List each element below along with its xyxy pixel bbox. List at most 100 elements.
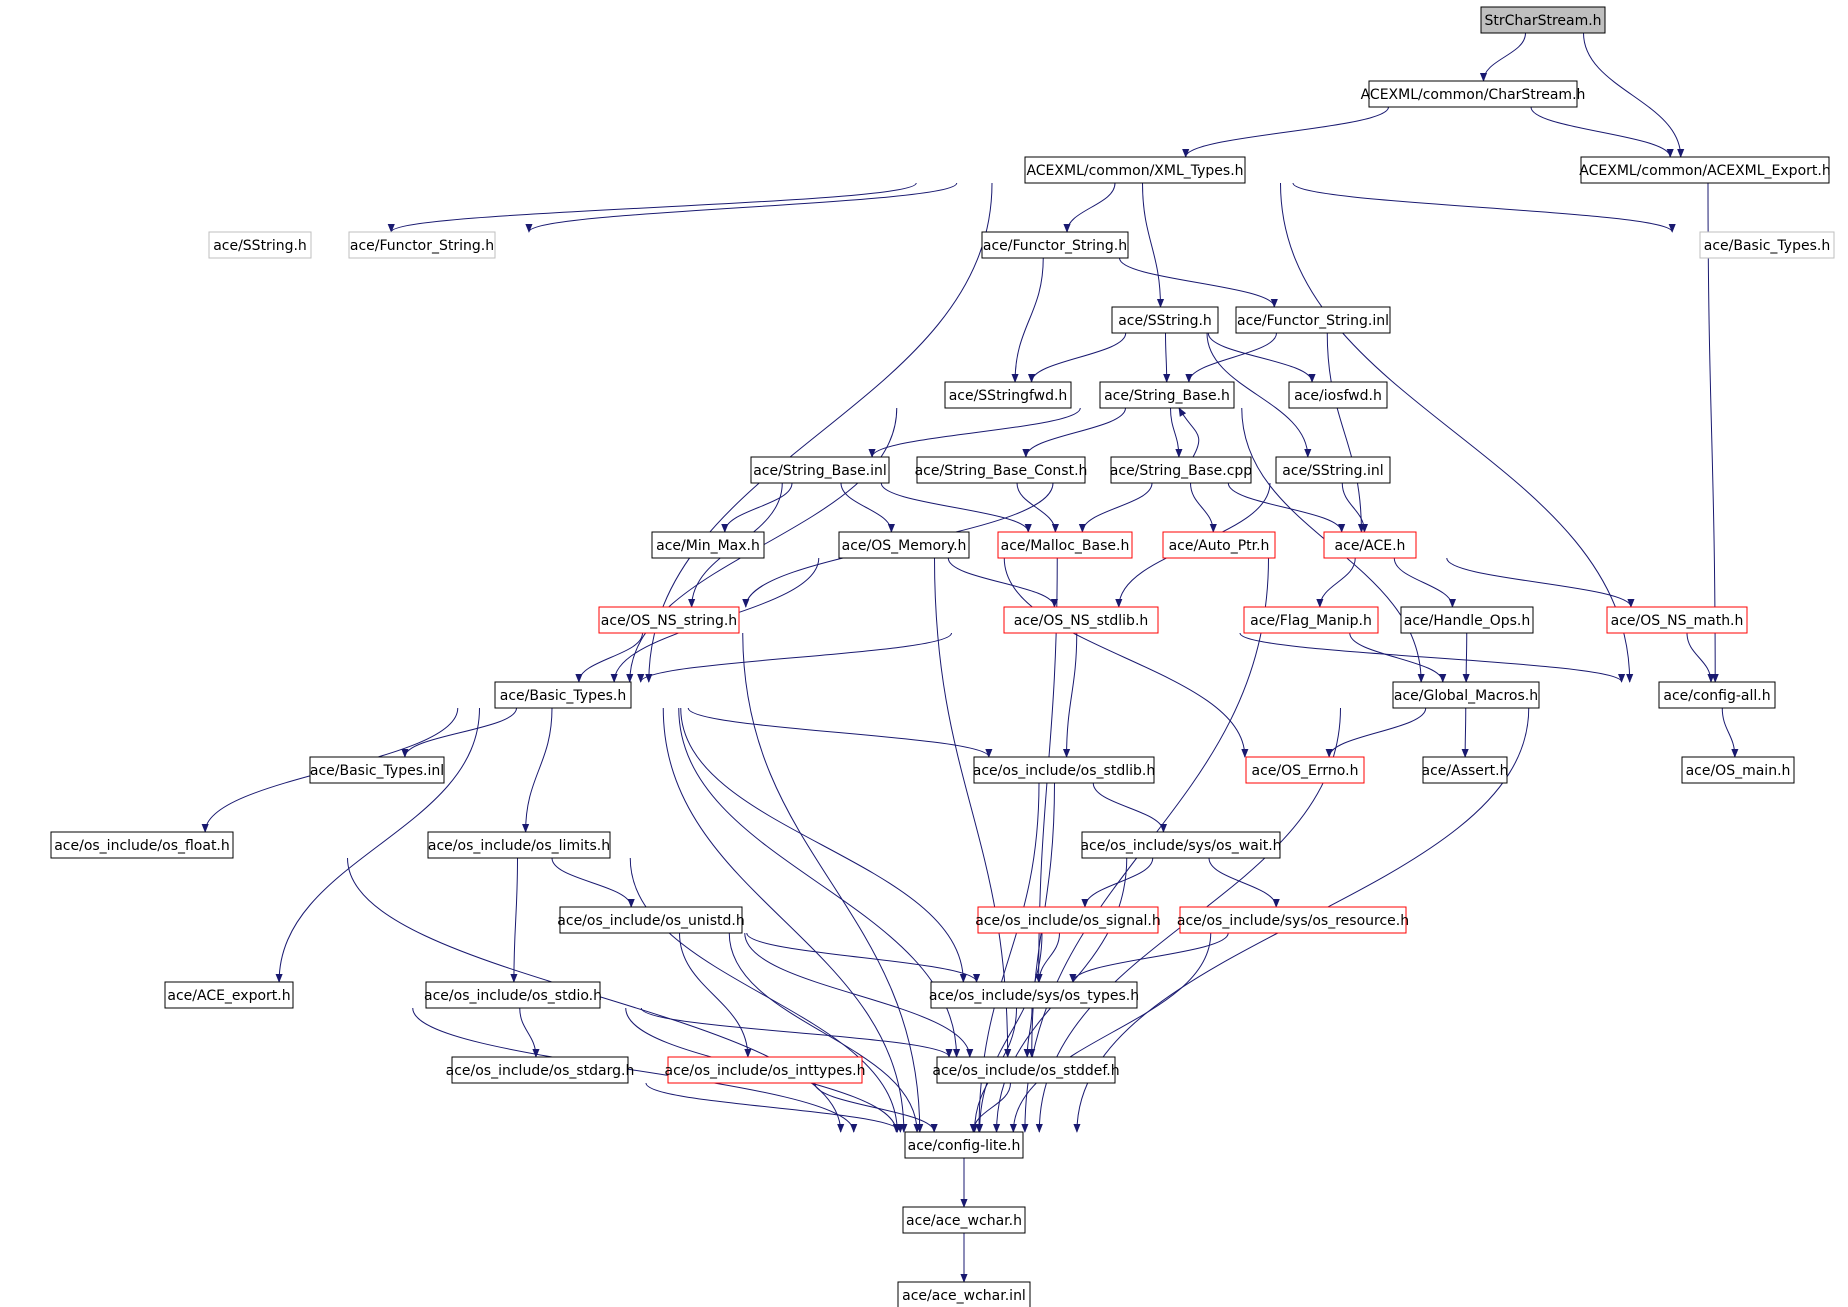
graph-node[interactable]: ace/ACE_export.h (164, 981, 294, 1009)
graph-node[interactable]: ace/os_include/os_stdio.h (424, 981, 602, 1009)
node-label: ACEXML/common/ACEXML_Export.h (1579, 163, 1830, 179)
graph-node[interactable]: ace/os_include/os_inttypes.h (665, 1056, 866, 1084)
node-label: ace/Assert.h (1422, 763, 1509, 779)
graph-node[interactable]: ace/Basic_Types.inl (309, 756, 445, 784)
node-box (936, 1056, 1116, 1084)
graph-node[interactable]: ace/OS_NS_stdlib.h (1003, 606, 1159, 634)
edge-n6-n9 (1119, 257, 1278, 308)
node-label: ace/os_include/os_float.h (54, 838, 230, 854)
node-label: ace/String_Base.h (1104, 388, 1230, 404)
graph-node[interactable]: ace/OS_Memory.h (838, 531, 970, 559)
edge-n25-n28 (1462, 632, 1470, 683)
node-label: ace/os_include/os_inttypes.h (665, 1063, 866, 1079)
graph-node[interactable]: ace/os_include/os_limits.h (427, 831, 611, 859)
graph-node[interactable]: ace/os_include/sys/os_types.h (929, 981, 1139, 1009)
node-box (494, 681, 632, 709)
node-box (1681, 756, 1795, 784)
edge-n37-n40 (1208, 857, 1280, 908)
graph-node[interactable]: ace/os_include/os_signal.h (975, 906, 1161, 934)
node-box (1699, 231, 1835, 259)
edge-n36-n38 (551, 857, 635, 908)
graph-node[interactable]: ACEXML/common/CharStream.h (1361, 80, 1586, 108)
graph-node[interactable]: ace/Min_Max.h (651, 531, 765, 559)
graph-node[interactable]: ace/OS_Errno.h (1245, 756, 1365, 784)
edge-n15-n19 (1078, 482, 1153, 533)
graph-node[interactable]: ace/Handle_Ops.h (1400, 606, 1534, 634)
node-box (651, 531, 765, 559)
graph-node[interactable]: ace/Functor_String.h (981, 231, 1129, 259)
graph-node[interactable]: ace/os_include/os_stdlib.h (973, 756, 1155, 784)
graph-node[interactable]: ace/OS_NS_math.h (1606, 606, 1748, 634)
graph-node[interactable]: ace/Global_Macros.h (1392, 681, 1540, 709)
edge-n0-n3 (1583, 32, 1685, 158)
graph-node[interactable]: ace/config-lite.h (904, 1131, 1024, 1159)
graph-node[interactable]: ace/SString.inl (1275, 456, 1391, 484)
graph-node[interactable]: ace/Auto_Ptr.h (1162, 531, 1276, 559)
node-label: ace/OS_Memory.h (842, 538, 967, 554)
node-box (1162, 531, 1276, 559)
graph-node[interactable]: ace/String_Base.h (1099, 381, 1235, 409)
node-box (1179, 906, 1407, 934)
graph-node[interactable]: ace/String_Base.cpp (1110, 456, 1253, 484)
node-box (1003, 606, 1159, 634)
graph-node[interactable]: ace/ACE.h (1323, 531, 1417, 559)
node-box (977, 906, 1159, 934)
graph-node[interactable]: ace/Malloc_Base.h (997, 531, 1133, 559)
graph-node[interactable]: ace/Basic_Types.h (494, 681, 632, 709)
graph-node[interactable]: ace/SStringfwd.h (944, 381, 1072, 409)
node-label: ACEXML/common/CharStream.h (1361, 87, 1586, 103)
node-label: ace/os_include/os_stddef.h (932, 1063, 1119, 1079)
edge-n23-n31 (1062, 632, 1078, 758)
edge-n16-n21 (1341, 482, 1369, 533)
edge-n11-n14 (1022, 407, 1126, 458)
graph-node[interactable]: ace/ace_wchar.h (902, 1206, 1026, 1234)
graph-node[interactable]: ace/SString.h (1111, 306, 1219, 334)
graph-node[interactable]: ace/ace_wchar.inl (897, 1281, 1031, 1307)
node-box (897, 1281, 1031, 1307)
edge-n36-n42 (510, 857, 518, 983)
edge-n2-n7 (1292, 182, 1676, 233)
node-label: ace/Flag_Manip.h (1250, 613, 1372, 629)
graph-node[interactable]: ace/config-all.h (1658, 681, 1776, 709)
edge-n8-n12 (1207, 332, 1316, 383)
edge-n21-n26 (1446, 557, 1635, 608)
node-label: ace/Basic_Types.h (1704, 238, 1830, 254)
edge-n13-n17 (721, 482, 793, 533)
node-box (427, 831, 611, 859)
graph-node[interactable]: ace/OS_NS_string.h (598, 606, 740, 634)
graph-node[interactable]: ace/os_include/sys/os_resource.h (1177, 906, 1409, 934)
graph-node[interactable]: ace/os_include/os_float.h (50, 831, 234, 859)
node-box (667, 1056, 863, 1084)
edge-n27-n41 (275, 707, 480, 983)
graph-node[interactable]: ace/Functor_String.inl (1235, 306, 1391, 334)
graph-node[interactable]: ace/os_include/os_stdarg.h (446, 1056, 635, 1084)
graph-node[interactable]: ace/os_include/os_unistd.h (557, 906, 745, 934)
edge-n42-n44 (519, 1007, 540, 1058)
edge-n43-n46 (1023, 1007, 1033, 1058)
node-label: ace/OS_NS_string.h (601, 613, 737, 629)
graph-node[interactable]: ace/Assert.h (1422, 756, 1509, 784)
node-label: ace/os_include/os_unistd.h (557, 913, 744, 929)
edge-n15-n11 (1178, 407, 1200, 458)
graph-node[interactable]: ACEXML/common/XML_Types.h (1024, 156, 1246, 184)
graph-node[interactable]: ace/Flag_Manip.h (1243, 606, 1379, 634)
graph-node[interactable]: ACEXML/common/ACEXML_Export.h (1579, 156, 1831, 184)
graph-node[interactable]: ace/iosfwd.h (1288, 381, 1388, 409)
node-box (50, 831, 234, 859)
graph-node[interactable]: ace/os_include/os_stddef.h (932, 1056, 1120, 1084)
node-box (598, 606, 740, 634)
edge-n38-n43 (746, 932, 981, 983)
graph-node[interactable]: ace/String_Base.inl (750, 456, 890, 484)
edge-n27-n43 (680, 707, 967, 983)
node-label: ace/OS_Errno.h (1252, 763, 1359, 779)
graph-node[interactable]: ace/OS_main.h (1681, 756, 1795, 784)
edge-n3-n29 (1707, 182, 1719, 683)
edge-n9-n21 (1326, 332, 1366, 533)
graph-node[interactable]: ace/String_Base_Const.h (915, 456, 1088, 484)
edge-n41-n47 (412, 1007, 858, 1133)
edges-layer (201, 32, 1739, 1283)
edge-n29-n34 (1721, 707, 1739, 758)
node-box (916, 456, 1086, 484)
node-label: ace/ACE.h (1335, 538, 1406, 554)
graph-node[interactable]: ace/os_include/sys/os_wait.h (1080, 831, 1282, 859)
